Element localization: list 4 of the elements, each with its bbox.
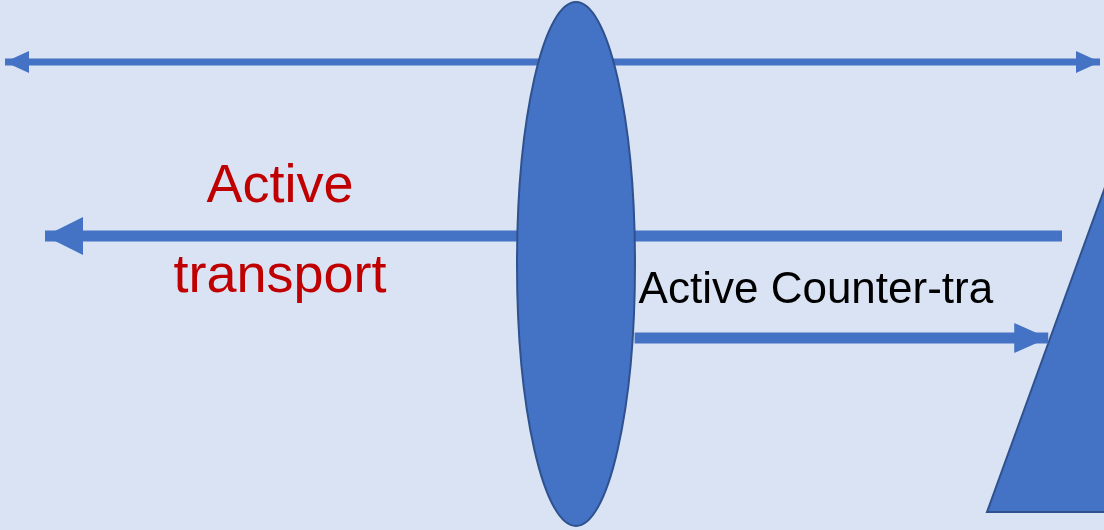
arrow — [634, 323, 1049, 353]
edge-label: Active Counter-tra — [638, 262, 994, 314]
membrane-ellipse — [517, 2, 635, 526]
process-label: Active transport — [172, 152, 388, 305]
